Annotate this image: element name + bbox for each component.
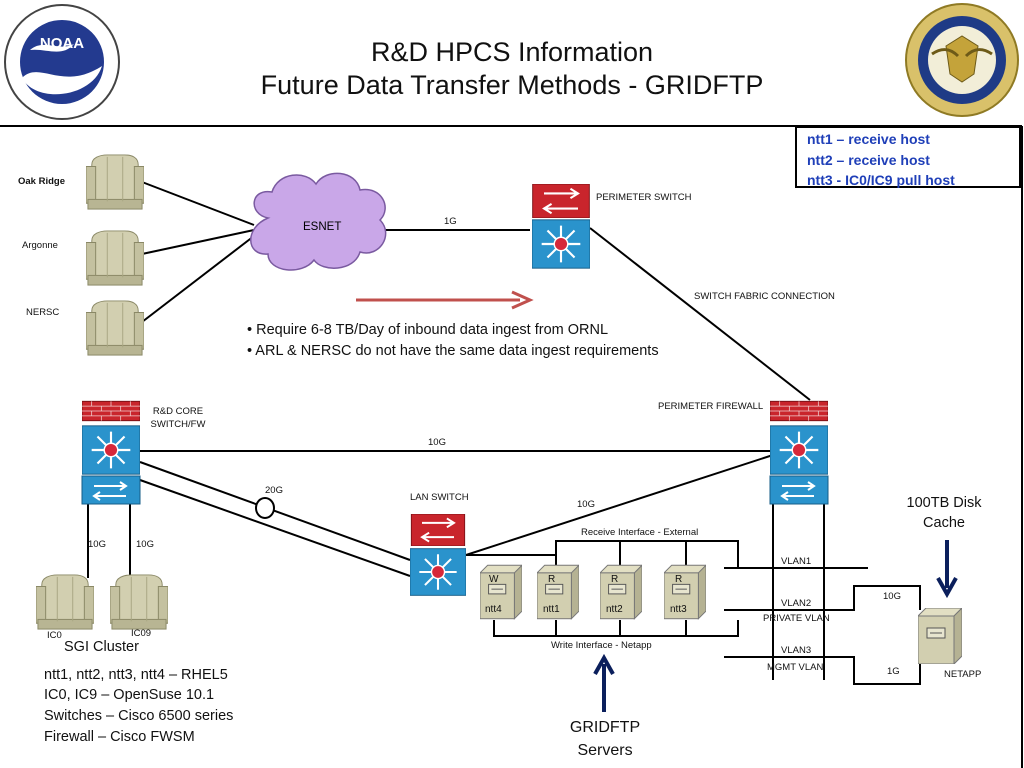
perimeter-firewall-icon xyxy=(769,400,829,505)
link-10g-ic9-label: 10G xyxy=(136,539,154,550)
lan-firewall-link xyxy=(465,454,774,556)
vlan2-label: VLAN2 xyxy=(781,598,812,609)
noaa-logo-text: NOAA xyxy=(40,35,84,52)
link-10g-lan-label: 10G xyxy=(577,499,595,510)
requirement-item: • ARL & NERSC do not have the same data … xyxy=(247,343,659,359)
site-links xyxy=(141,181,255,323)
link-10g-core-label: 10G xyxy=(428,437,446,448)
ntt3-name: ntt3 xyxy=(670,604,687,615)
ntt4-role: W xyxy=(489,574,499,585)
ntt1-role: R xyxy=(548,574,556,585)
write-interface-label: Write Interface - Netapp xyxy=(551,640,652,651)
noaa-logo: NOAA xyxy=(4,4,120,120)
ic09-node-icon xyxy=(110,574,168,630)
bundle-ring xyxy=(255,497,275,519)
switch-fabric-label: SWITCH FABRIC CONNECTION xyxy=(694,291,835,302)
ntt4-name: ntt4 xyxy=(485,604,502,615)
netapp-10g-label: 10G xyxy=(883,591,901,602)
vlan1-label: VLAN1 xyxy=(781,556,812,567)
ntt2-name: ntt2 xyxy=(606,604,623,615)
gridftp-servers-caption: GRIDFTP Servers xyxy=(569,719,641,759)
legend-item: ntt3 - IC0/IC9 pull host xyxy=(807,172,955,188)
ic0-node-icon xyxy=(36,574,94,630)
requirement-item: • Require 6-8 TB/Day of inbound data ing… xyxy=(247,322,609,338)
core-switch-label: R&D CORE SWITCH/FW xyxy=(150,406,206,430)
perimeter-switch-label: PERIMETER SWITCH xyxy=(596,192,692,203)
vlan-lines xyxy=(724,567,921,685)
mgmt-vlan-label: MGMT VLAN xyxy=(767,662,824,673)
disk-cache-arrow xyxy=(936,540,958,599)
lan-switch-label: LAN SWITCH xyxy=(410,492,469,503)
vlan3-label: VLAN3 xyxy=(781,645,812,656)
link-20g-label: 20G xyxy=(265,485,283,496)
gridftp-arrow xyxy=(593,653,615,712)
ntt3-role: R xyxy=(675,574,683,585)
ic0-label: IC0 xyxy=(47,630,62,641)
receive-interface-label: Receive Interface - External xyxy=(581,527,699,538)
esnet-label: ESNET xyxy=(303,221,342,233)
cluster-detail: ntt1, ntt2, ntt3, ntt4 – RHEL5 xyxy=(44,667,228,683)
legend-item: ntt1 – receive host xyxy=(807,131,930,147)
argonne-site-icon xyxy=(86,230,144,286)
lan-switch-icon xyxy=(410,514,466,597)
ingest-arrow xyxy=(356,290,534,310)
ic09-label: IC09 xyxy=(131,628,152,639)
esnet-cloud-icon xyxy=(250,172,387,271)
cluster-detail: Firewall – Cisco FWSM xyxy=(44,729,195,745)
legend-item: ntt2 – receive host xyxy=(807,151,930,168)
cluster-label: SGI Cluster xyxy=(64,639,139,655)
disk-cache-label: 100TB Disk Cache xyxy=(906,495,982,531)
title-line-2: Future Data Transfer Methods - GRIDFTP xyxy=(260,70,764,100)
write-interface-bus xyxy=(493,620,739,637)
ntt1-name: ntt1 xyxy=(543,604,560,615)
page-title: R&D HPCS Information Future Data Transfe… xyxy=(0,36,1024,102)
oak-ridge-site-icon xyxy=(86,154,144,210)
commerce-seal xyxy=(905,3,1019,117)
switch-fabric-link xyxy=(589,227,811,401)
private-vlan-label: PRIVATE VLAN xyxy=(763,613,830,624)
netapp-1g-label: 1G xyxy=(887,666,900,677)
receive-interface-bus xyxy=(466,540,739,568)
site-label-nersc: NERSC xyxy=(26,307,60,318)
link-1g-label: 1G xyxy=(444,216,457,227)
ntt2-role: R xyxy=(611,574,619,585)
site-label-oak-ridge: Oak Ridge xyxy=(18,176,65,187)
perimeter-switch-icon xyxy=(532,184,590,270)
netapp-label: NETAPP xyxy=(944,669,982,680)
perimeter-firewall-label: PERIMETER FIREWALL xyxy=(658,401,764,412)
cluster-detail: IC0, IC9 – OpenSuse 10.1 xyxy=(44,687,215,703)
core-switch-icon xyxy=(81,400,141,505)
link-10g-ic0-label: 10G xyxy=(88,539,106,550)
site-label-argonne: Argonne xyxy=(22,240,58,251)
cluster-detail: Switches – Cisco 6500 series xyxy=(44,708,234,724)
netapp-icon xyxy=(918,608,962,664)
nersc-site-icon xyxy=(86,300,144,356)
legend-box: ntt1 – receive host ntt2 – receive host … xyxy=(795,126,1021,188)
title-line-1: R&D HPCS Information xyxy=(370,37,654,67)
